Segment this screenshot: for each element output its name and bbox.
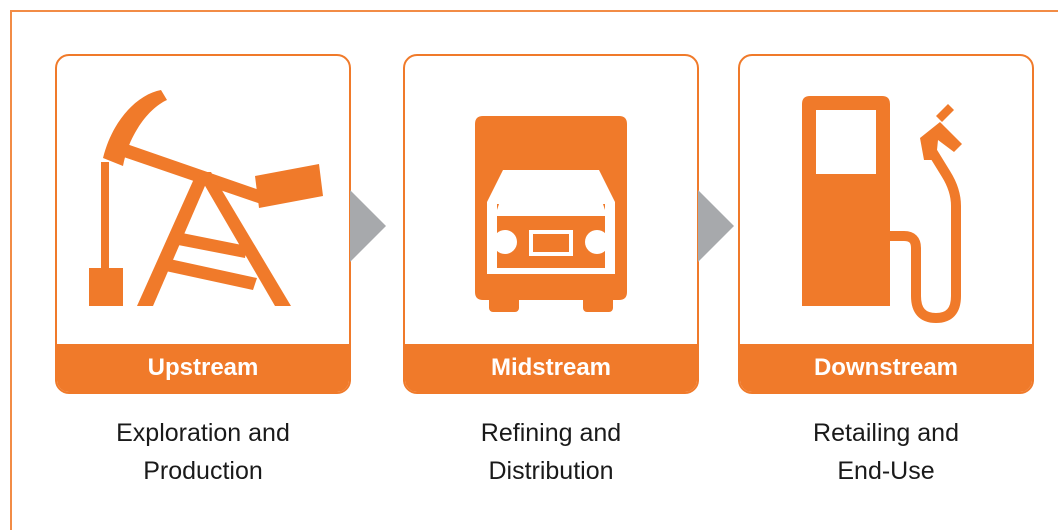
arrow-right-icon [350, 190, 386, 262]
truck-icon [475, 116, 627, 312]
fuel-pump-icon [802, 96, 962, 323]
pumpjack-icon [89, 90, 323, 306]
caption-line-2: End-Use [837, 457, 935, 485]
caption-line-1: Exploration and [116, 419, 290, 447]
caption-line-1: Retailing and [813, 419, 959, 447]
stage-label-downstream: Downstream [740, 344, 1032, 392]
arrow-right-icon [698, 190, 734, 262]
caption-line-1: Refining and [480, 419, 622, 447]
stage-caption-upstream: Exploration and Production [55, 414, 351, 490]
stage-label-midstream: Midstream [405, 344, 697, 392]
diagram-frame [10, 10, 1058, 530]
stage-label-upstream: Upstream [57, 344, 349, 392]
stage-caption-downstream: Retailing and End-Use [738, 414, 1034, 490]
caption-line-2: Production [143, 457, 263, 485]
stage-card-upstream: Upstream [55, 54, 351, 394]
stage-caption-midstream: Refining and Distribution [403, 414, 699, 490]
stage-card-midstream: Midstream [403, 54, 699, 394]
caption-line-2: Distribution [488, 457, 614, 485]
stage-card-downstream: Downstream [738, 54, 1034, 394]
